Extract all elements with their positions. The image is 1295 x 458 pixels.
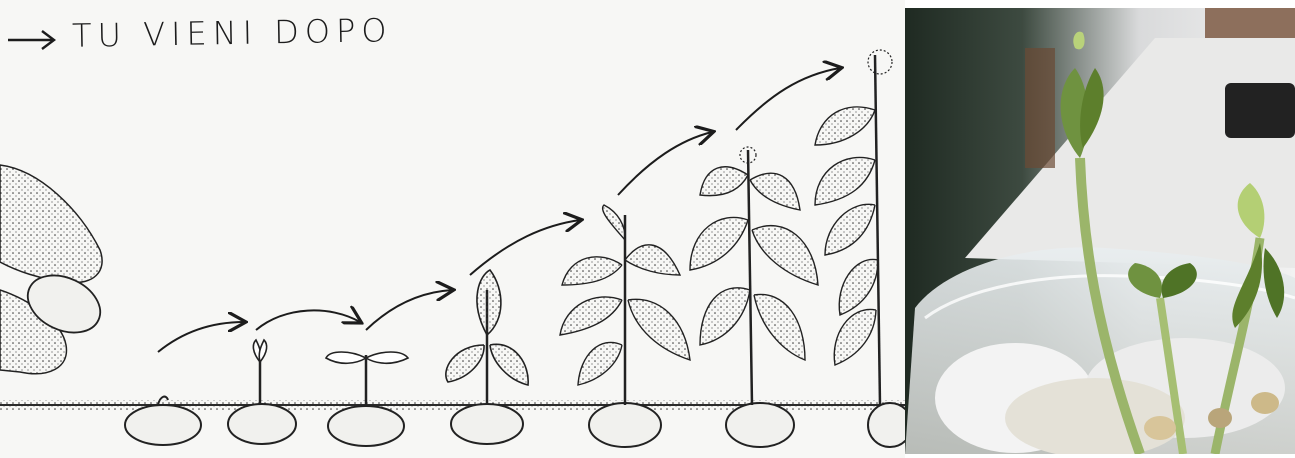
illustration-canvas (0, 0, 905, 458)
arrow-icon (736, 68, 840, 130)
stage-leafy-plant (560, 205, 690, 447)
arrow-icon (256, 310, 360, 330)
stage-sprout (228, 340, 296, 444)
arrow-icon (158, 322, 244, 352)
stage-mature-plant (815, 50, 905, 447)
photo-canvas (905, 8, 1295, 454)
stage-seedling (326, 352, 408, 446)
arrow-icon (470, 220, 580, 275)
bean-growth-illustration: TU VIENI DOPO (0, 0, 905, 458)
arrow-icon (366, 290, 452, 330)
illustration-caption: TU VIENI DOPO (72, 11, 393, 55)
seedlings-photo (905, 8, 1295, 454)
hand-illustration (0, 165, 109, 374)
arrow-icon (618, 132, 712, 195)
stage-young-plant (446, 270, 528, 444)
caption-arrow-icon (8, 31, 54, 49)
